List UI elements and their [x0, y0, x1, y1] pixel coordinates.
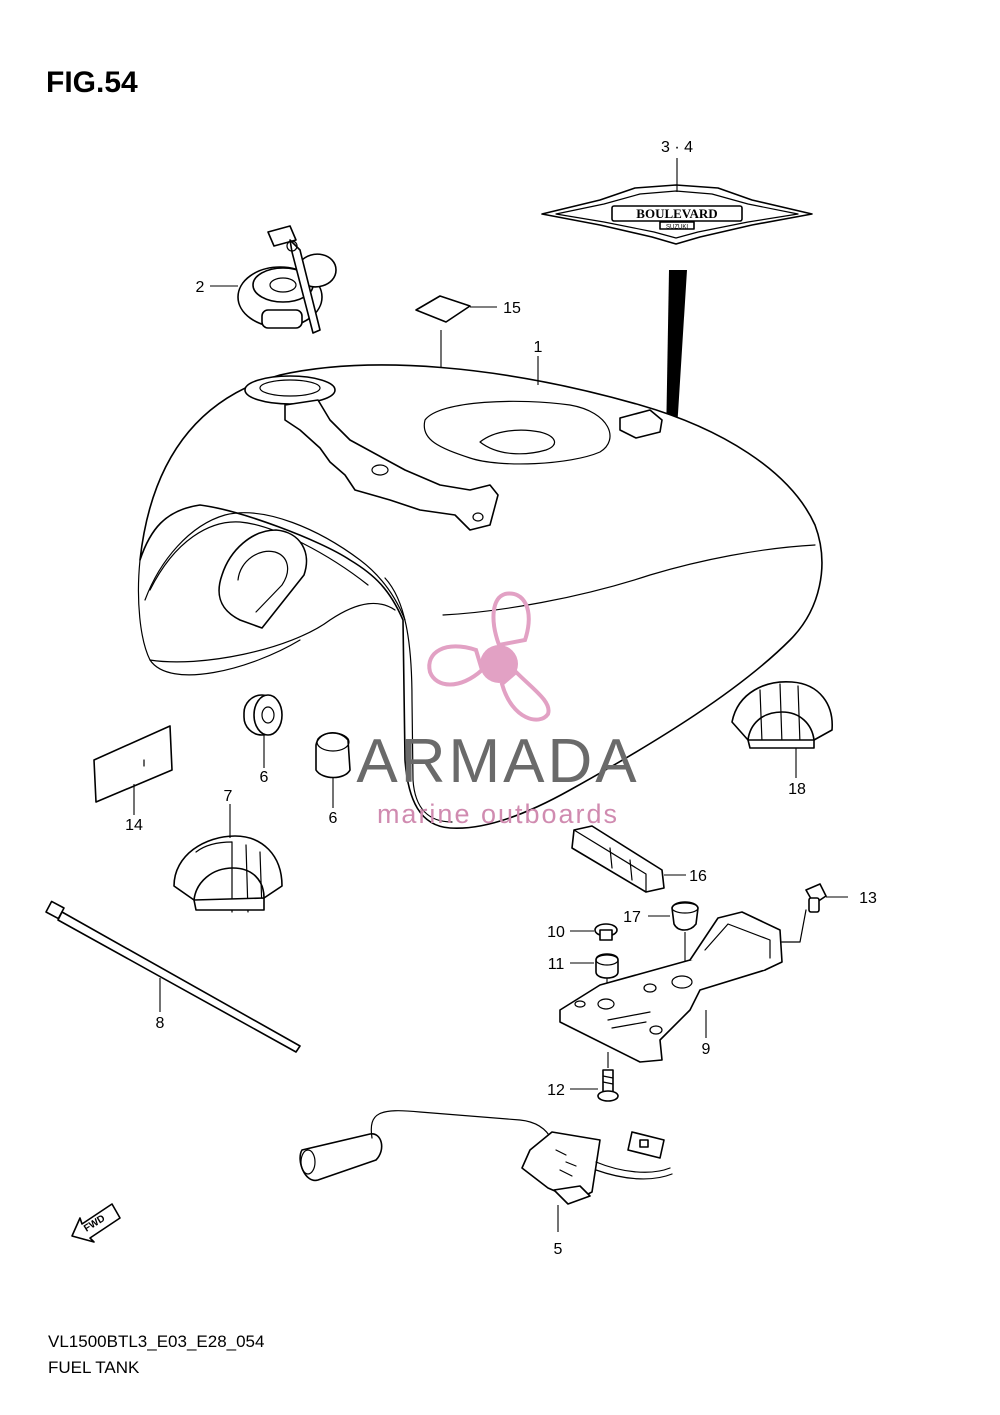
- part-collar-10[interactable]: [594, 923, 618, 941]
- callout-9[interactable]: 9: [702, 1041, 711, 1058]
- part-bolt-13[interactable]: [805, 883, 827, 913]
- part-grommet-11[interactable]: [595, 953, 619, 979]
- callout-12[interactable]: 12: [547, 1082, 565, 1099]
- watermark-word: ARMADA: [356, 727, 639, 796]
- part-cushion-16[interactable]: [571, 825, 665, 893]
- watermark-logo-hub: [480, 645, 518, 683]
- callout-2[interactable]: 2: [196, 279, 205, 296]
- callout-1[interactable]: 1: [534, 339, 543, 356]
- callout-6b[interactable]: 6: [329, 810, 338, 827]
- part-cable-tie[interactable]: [45, 900, 301, 1053]
- watermark: ARMADA marine outboards: [356, 591, 639, 829]
- watermark-subtitle: marine outboards: [377, 799, 619, 829]
- part-cushion-18[interactable]: [731, 681, 833, 749]
- part-fuel-tank[interactable]: [137, 364, 823, 830]
- callout-8[interactable]: 8: [156, 1015, 165, 1032]
- forward-arrow-icon: FWD: [71, 1203, 121, 1243]
- emblem-text: BOULEVARD: [636, 206, 717, 221]
- figure-title: FIG.54: [46, 66, 138, 99]
- diagram-name: FUEL TANK: [48, 1358, 140, 1377]
- part-cushion-6a[interactable]: [243, 694, 283, 736]
- part-label-14[interactable]: [93, 725, 173, 803]
- callout-15[interactable]: 15: [503, 300, 521, 317]
- watermark-logo-blade-right: [499, 669, 551, 722]
- watermark-logo-blade-left: [427, 644, 485, 687]
- callout-10[interactable]: 10: [547, 924, 565, 941]
- callout-17[interactable]: 17: [623, 909, 641, 926]
- part-damper-17[interactable]: [671, 901, 699, 931]
- callout-11[interactable]: 11: [548, 956, 565, 973]
- part-screw-12[interactable]: [597, 1069, 619, 1102]
- part-emblem[interactable]: BOULEVARD SUZUKI: [541, 184, 813, 245]
- callout-14[interactable]: 14: [125, 817, 143, 834]
- callout-6a[interactable]: 6: [260, 769, 269, 786]
- part-fuel-cap[interactable]: [237, 225, 337, 334]
- callout-7[interactable]: 7: [224, 788, 233, 805]
- callout-3-4[interactable]: 3 · 4: [661, 139, 693, 156]
- callout-5[interactable]: 5: [554, 1241, 563, 1258]
- callout-16[interactable]: 16: [689, 868, 707, 885]
- part-cushion-6b[interactable]: [315, 732, 351, 779]
- part-cushion-7[interactable]: [173, 835, 283, 913]
- diagram-code: VL1500BTL3_E03_E28_054: [48, 1332, 264, 1351]
- callout-13[interactable]: 13: [859, 890, 877, 907]
- part-fuel-level-sensor[interactable]: [299, 1110, 673, 1205]
- callout-18[interactable]: 18: [788, 781, 806, 798]
- emblem-brand: SUZUKI: [666, 225, 688, 231]
- watermark-logo-blade-top: [491, 591, 531, 648]
- part-label-15[interactable]: [415, 295, 471, 323]
- part-bracket-9[interactable]: [559, 909, 807, 1063]
